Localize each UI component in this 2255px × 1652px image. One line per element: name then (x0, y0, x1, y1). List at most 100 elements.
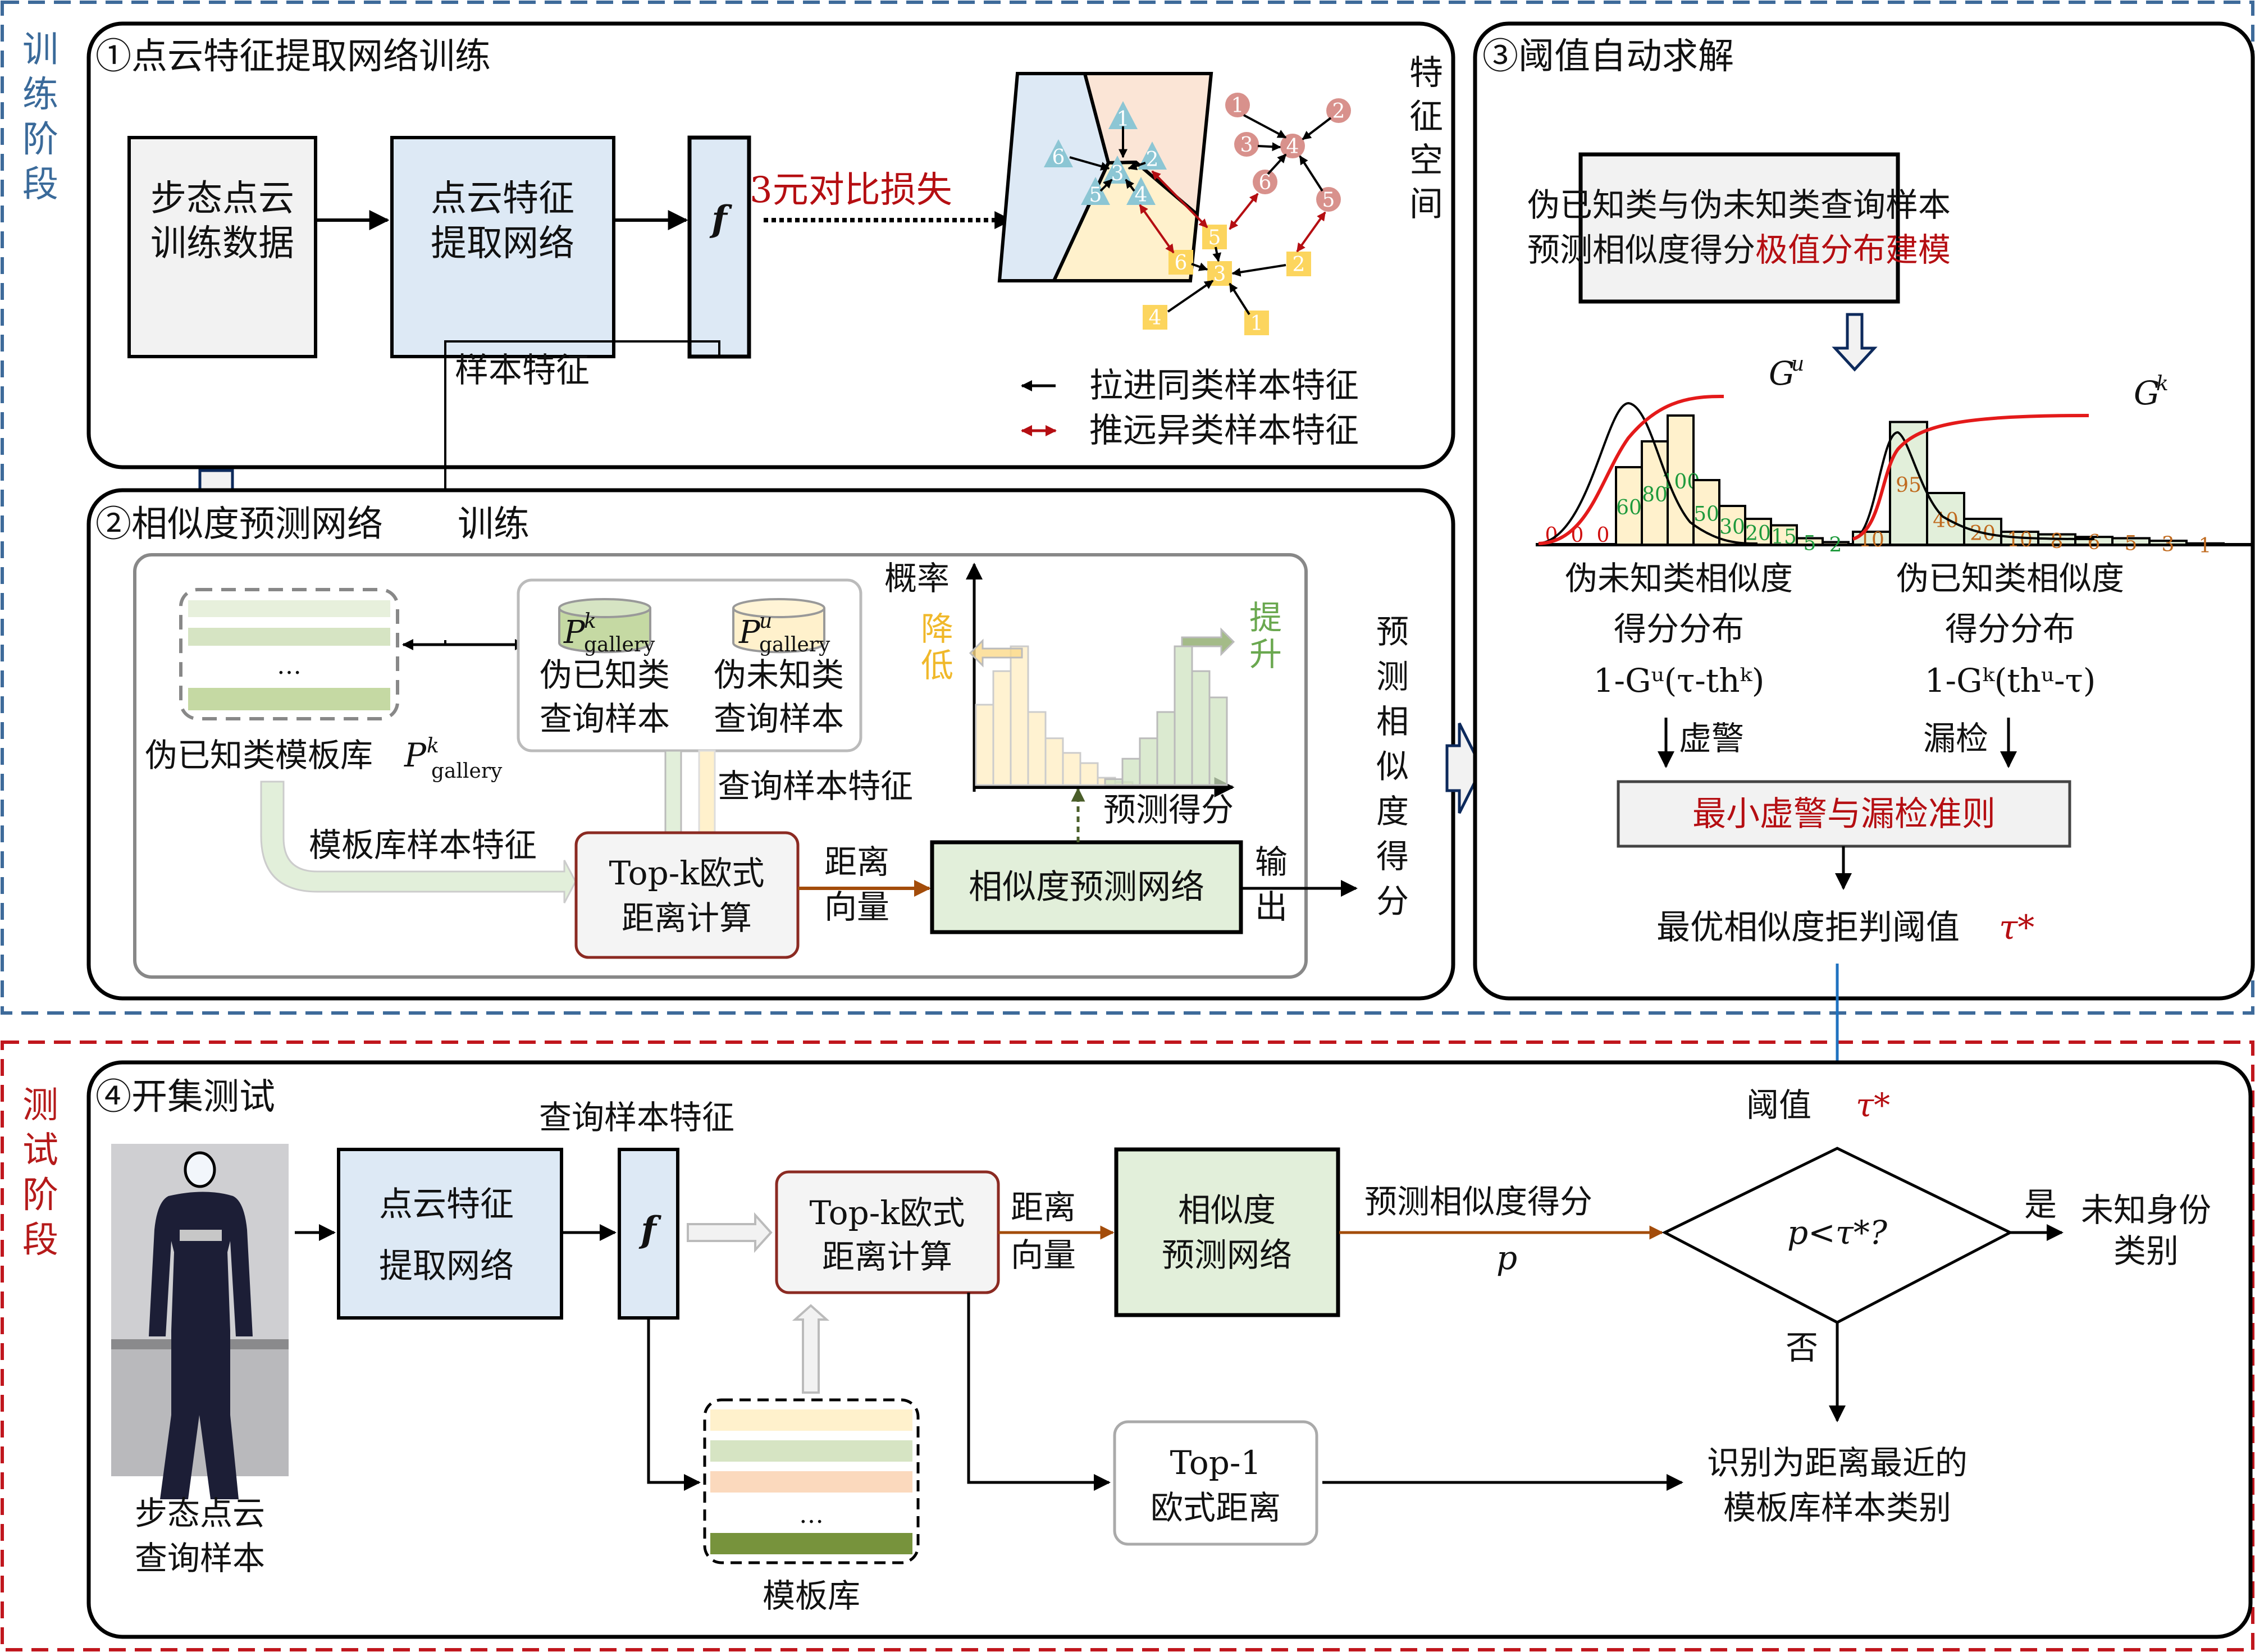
square-label: 1 (1250, 312, 1263, 335)
gallery-feature-label: 模板库样本特征 (309, 826, 537, 864)
triangle-label: 4 (1135, 184, 1148, 207)
optimal-threshold-label: 最优相似度拒判阈值 (1656, 908, 1960, 947)
gallery-label: 模板库 (763, 1577, 860, 1615)
feature-extraction-net-box (337, 1148, 563, 1320)
unknown-db-icon: P u gallery (732, 598, 830, 656)
arrow (967, 1293, 1111, 1491)
gallery-row (710, 1440, 912, 1462)
net-label: 提取网络 (431, 223, 574, 264)
label-char: 征 (1409, 97, 1443, 136)
gu-sup: u (1791, 353, 1804, 376)
bar-value-label: 50 (1693, 503, 1719, 526)
dist-vec-label: 向量 (824, 888, 889, 926)
square-sample (1202, 225, 1227, 249)
unknown-score-bar (1027, 711, 1047, 786)
gk-sup: k (2156, 372, 2169, 395)
stage-char: 阶 (22, 1175, 58, 1216)
stage-char: 练 (22, 74, 58, 116)
unknown-score-bar (1010, 645, 1029, 786)
bar-value-label: 15 (1771, 526, 1797, 549)
gk-label: G (2134, 374, 2160, 412)
triangle-label: 2 (1146, 148, 1159, 171)
decision-label: p<τ*? (1787, 1213, 1888, 1252)
legend-push-label: 推远异类样本特征 (1089, 411, 1359, 450)
flow-down-arrow (1832, 313, 1878, 372)
bar-value-label: 60 (1616, 496, 1642, 519)
increase-label: 升 (1249, 635, 1282, 673)
miss-label: 漏检 (1923, 719, 1988, 757)
bar-value-label: 1 (2199, 535, 2212, 558)
label-char: 度 (1376, 792, 1409, 830)
circle-label: 6 (1259, 171, 1272, 194)
pull-arrow (1231, 264, 1286, 277)
stage-char: 试 (22, 1130, 58, 1171)
push-arrow (1229, 193, 1259, 230)
bar-value-label: 10 (2007, 529, 2033, 552)
pull-arrow (1125, 179, 1135, 192)
triplet-loss-label: 3元对比损失 (750, 170, 952, 211)
similarity-net-box (1114, 1147, 1340, 1317)
pull-arrow (1229, 282, 1250, 316)
formula-false-alarm: 1-Gᵘ(τ-thᵏ) (1594, 661, 1765, 700)
arrow (647, 1318, 701, 1491)
panel-2-title: ②相似度预测网络 (95, 504, 383, 545)
decrease-label: 降 (921, 610, 953, 648)
query-feature-label: 查询样本特征 (539, 1098, 734, 1137)
stage-char: 训 (22, 29, 58, 71)
gallery-row (710, 1533, 912, 1554)
db-sup: u (759, 610, 772, 633)
topk-label: Top-k欧式 (609, 854, 765, 892)
bar-value-label: 3 (2162, 533, 2175, 556)
increase-label: 提 (1249, 599, 1282, 637)
false-alarm-label: 虚警 (1679, 719, 1744, 757)
train-label: 训练 (458, 504, 529, 545)
criterion-box (1617, 780, 2071, 848)
panel-3-title: ③阈值自动求解 (1482, 36, 1734, 77)
triangle-sample (1126, 177, 1156, 205)
bar-value-label: 20 (1745, 522, 1771, 545)
gallery-row (188, 600, 390, 617)
label-char: 得 (1376, 837, 1409, 875)
histogram-bar (1744, 518, 1772, 546)
net-label: 点云特征 (379, 1185, 514, 1224)
histogram-bar (1822, 541, 1850, 546)
label-part: 预测相似度得分 (1527, 231, 1755, 269)
known-score-bar (1104, 778, 1124, 786)
gallery-feature-arrow (260, 781, 577, 903)
unknown-query-label: 查询样本 (714, 700, 844, 738)
histogram-bar (1718, 505, 1746, 546)
circle-label: 5 (1322, 189, 1335, 212)
gallery-row (710, 1471, 912, 1493)
circle-sample (1326, 98, 1351, 123)
evt-modeling-label: 预测相似度得分极值分布建模 (1527, 231, 1951, 269)
bar-value-label: 8 (2051, 530, 2064, 553)
p-label: p (1496, 1239, 1517, 1277)
known-score-bar (1174, 645, 1193, 786)
gallery-row (188, 688, 390, 710)
pull-arrow (1212, 247, 1222, 262)
gallery-row (710, 1409, 912, 1431)
label-char: 预 (1376, 613, 1409, 651)
unknown-score-bar (1044, 737, 1064, 786)
dist-vec-label: 距离 (1011, 1188, 1076, 1226)
legend-pull-label: 拉进同类样本特征 (1089, 366, 1359, 405)
decrease-arrow (969, 638, 1023, 668)
net-label: 提取网络 (379, 1247, 514, 1286)
square-label: 4 (1149, 307, 1162, 330)
gallery-ellipsis: … (799, 1500, 824, 1529)
topk-distance-box (574, 831, 800, 959)
dist-vec-label: 距离 (824, 843, 889, 881)
panel-4-title: ④开集测试 (95, 1076, 275, 1118)
unknown-score-bar (975, 704, 994, 786)
pull-arrow (1302, 117, 1332, 140)
histogram-bar (1770, 524, 1798, 546)
square-label: 6 (1175, 252, 1188, 275)
histogram-bar (1889, 421, 1928, 546)
gallery-sub: gallery (431, 760, 503, 783)
bar-value-label: 80 (1642, 483, 1668, 506)
bar-value-label: 2 (1829, 534, 1842, 557)
triangle-label: 3 (1111, 162, 1124, 185)
label-char: 特 (1409, 53, 1443, 93)
